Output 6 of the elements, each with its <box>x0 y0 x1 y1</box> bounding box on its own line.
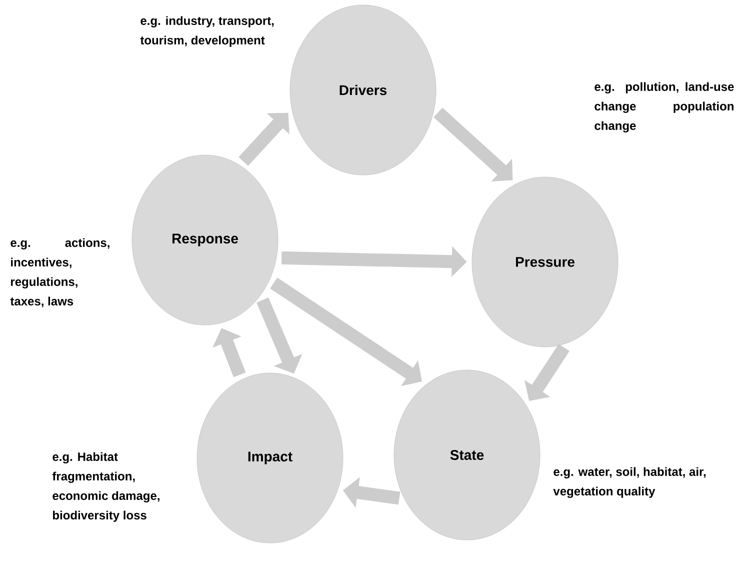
example-text: e.g. Habitat fragmentation, economic damage, biodiversity loss <box>52 452 160 522</box>
block-arrow <box>238 112 290 166</box>
example-text: e.g. industry, transport, tourism, development <box>140 16 274 47</box>
example-text: e.g. pollution, land-use change population change <box>594 82 734 132</box>
example-text: e.g. actions, incentives, regulations, taxes, laws <box>10 238 110 308</box>
example-text: e.g. water, soil, habitat, air, vegetation quality <box>553 467 706 498</box>
